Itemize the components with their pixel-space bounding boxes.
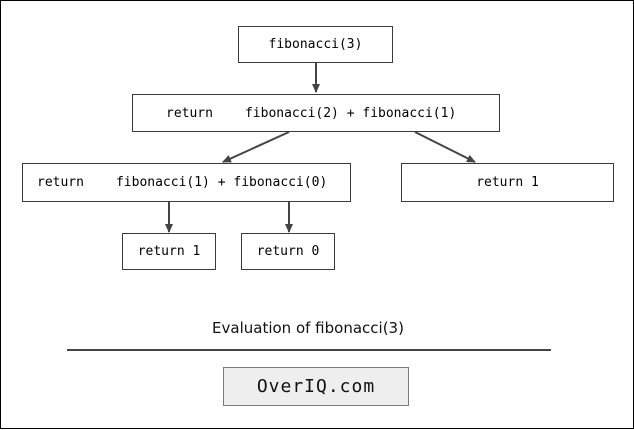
arrow-level1-to-left [222, 131, 290, 163]
level1-expression: fibonacci(2) + fibonacci(1) [244, 105, 457, 121]
brand-label: OverIQ.com [256, 376, 376, 397]
leaf-right-label: return 0 [256, 244, 320, 259]
level1-keyword: return [166, 105, 213, 121]
level1-node: return fibonacci(2) + fibonacci(1) [132, 94, 500, 132]
level2-left-keyword: return [37, 175, 84, 190]
level2-right-node: return 1 [401, 163, 614, 202]
root-label: fibonacci(3) [268, 37, 363, 52]
caption-divider [67, 349, 551, 351]
arrow-level1-to-right [414, 131, 476, 163]
brand-watermark: OverIQ.com [223, 367, 409, 406]
leaf-right-node: return 0 [241, 233, 335, 270]
root-node: fibonacci(3) [238, 26, 393, 63]
diagram-caption: Evaluation of fibonacci(3) [212, 319, 404, 337]
level2-left-node: return fibonacci(1) + fibonacci(0) [22, 163, 351, 202]
leaf-left-node: return 1 [122, 233, 216, 270]
level2-left-expression: fibonacci(1) + fibonacci(0) [115, 175, 328, 190]
leaf-left-label: return 1 [137, 244, 201, 259]
level2-right-label: return 1 [476, 175, 539, 190]
